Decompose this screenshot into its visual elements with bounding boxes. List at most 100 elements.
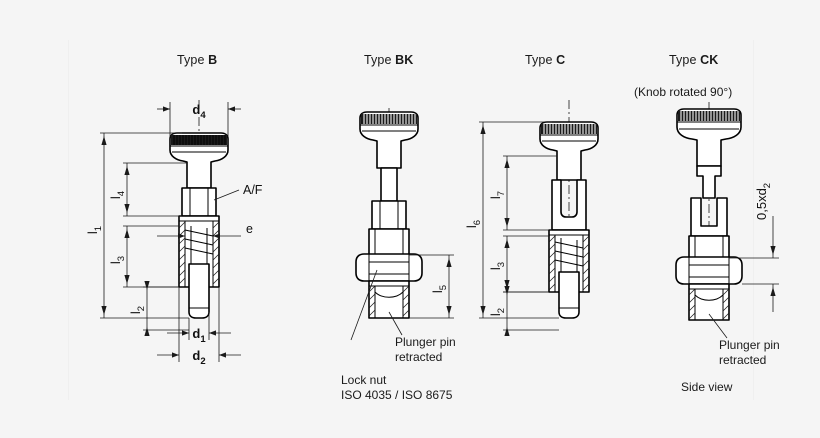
knurl-lines — [680, 111, 739, 121]
d1-arrowhead-left — [182, 330, 189, 336]
dimension-l2: l2 — [128, 281, 189, 336]
dimension-label-l6: l6 — [464, 220, 483, 228]
dimension-label-l7: l7 — [488, 191, 507, 199]
lock-nut-leader — [350, 269, 378, 341]
e-arrowhead-right — [213, 233, 220, 239]
type-bk-title-bold: BK — [395, 53, 414, 67]
figure-title-type-c: Type C — [525, 53, 565, 67]
dimension-label-l5: l5 — [430, 285, 449, 293]
threaded-shank — [688, 235, 730, 259]
d1-arrowhead-right — [209, 330, 216, 336]
d2-arrowhead-left — [172, 352, 179, 358]
d2-arrowhead-right — [219, 352, 226, 358]
l1-arrowhead-top — [101, 136, 107, 145]
l2-arrowhead-top — [144, 281, 150, 290]
dimension-half-d2: 0,5xd2 — [729, 183, 779, 312]
dimension-l2: l2 — [488, 286, 559, 336]
figure-type-c: Type C — [459, 40, 659, 400]
lock-nut — [675, 256, 743, 285]
dimension-label-half-d2: 0,5xd2 — [754, 183, 773, 220]
type-b-title-bold: B — [208, 53, 218, 67]
type-c-title-bold: C — [556, 53, 566, 67]
plunger-pin-outline — [558, 271, 580, 319]
plunger-pin-leader — [708, 313, 728, 339]
retracted-pin-face — [374, 291, 404, 298]
annotation-label-af: A/F — [243, 183, 263, 197]
threaded-body — [548, 229, 590, 293]
l4-arrowhead-top — [124, 166, 130, 175]
dimension-label-d1: d1 — [192, 326, 206, 345]
dimension-label-d4: d4 — [192, 102, 206, 121]
lock-nut-line2: ISO 4035 / ISO 8675 — [341, 388, 453, 402]
l3-arrowhead-top — [124, 229, 130, 238]
dimension-label-e: e — [246, 222, 253, 236]
l6-arrowhead-top — [480, 125, 486, 134]
section-hatch-left — [688, 288, 696, 320]
knob-assembly — [359, 111, 419, 169]
dimension-label-l3: l3 — [488, 262, 507, 270]
dimension-l4: l4 — [108, 162, 187, 217]
section-hatch-right — [582, 235, 590, 291]
l2-arrowhead-bottom — [144, 327, 150, 336]
stem-outline — [696, 165, 722, 199]
l3-arrowhead-top — [504, 239, 510, 248]
extended-stem — [380, 167, 398, 202]
figure-title-type-ck: Type CK — [669, 53, 718, 67]
knurl-lines — [363, 114, 416, 124]
l3-arrowhead-bottom — [504, 280, 510, 289]
d4-arrowhead-left — [163, 106, 170, 112]
note-plunger-pin-ck: Plunger pin retracted — [719, 338, 780, 368]
l1-arrowhead-bottom — [101, 306, 107, 315]
dimension-e: e — [157, 222, 253, 239]
knob-outline — [359, 111, 419, 169]
type-bk-title-prefix: Type — [364, 53, 396, 67]
plunger-pin-line1: Plunger pin — [719, 338, 780, 352]
knurl-lines — [173, 135, 226, 145]
dimension-label-l2: l2 — [128, 306, 147, 314]
l5-arrowhead-top — [446, 258, 452, 267]
l4-arrowhead-bottom — [124, 204, 130, 213]
plunger-pin — [558, 271, 580, 319]
l5-arrowhead-bottom — [446, 306, 452, 315]
slotted-body — [551, 179, 587, 231]
dimension-label-l3: l3 — [108, 256, 127, 264]
plunger-pin-line2: retracted — [395, 350, 443, 364]
lock-nut — [355, 253, 423, 282]
note-side-view: Side view — [681, 380, 733, 394]
plunger-pin — [188, 263, 210, 319]
l2-arrowhead-bottom — [504, 327, 510, 336]
content-panel: Type B — [68, 40, 780, 402]
dimension-l7: l7 — [488, 155, 557, 231]
knurl-band — [361, 114, 417, 124]
af-leader-line — [213, 189, 240, 201]
dimension-l6: l6 — [464, 121, 559, 319]
section-hatch-right — [722, 288, 730, 320]
annotation-across-flats: A/F — [213, 183, 263, 201]
figure-title-type-bk: Type BK — [364, 53, 413, 67]
figure-type-bk: Type BK — [269, 40, 499, 402]
figure-type-b: Type B — [69, 40, 329, 400]
figure-type-ck: Type CK (Knob rotated 90°) — [599, 40, 799, 400]
knob-assembly — [676, 108, 742, 167]
retracted-pin-face — [694, 294, 724, 301]
l7-arrowhead-bottom — [504, 218, 510, 227]
dimension-label-l1: l1 — [85, 226, 104, 234]
halfd2-arrowhead-upper — [770, 246, 776, 255]
type-b-drawing: d4 l1 l4 — [85, 100, 263, 367]
type-c-drawing: l6 l7 l3 — [464, 100, 599, 336]
l2-arrowhead-top — [504, 286, 510, 295]
type-bk-drawing: l5 — [350, 108, 454, 341]
dimension-l3: l3 — [108, 225, 179, 288]
section-hatch-right — [402, 285, 410, 317]
dimension-label-l4: l4 — [108, 191, 127, 199]
subtitle-knob-rotated: (Knob rotated 90°) — [634, 85, 733, 99]
section-hatch-left — [368, 285, 376, 317]
halfd2-arrowhead-lower — [770, 287, 776, 296]
slot-body-outline — [551, 179, 587, 231]
narrow-stem — [696, 165, 722, 199]
note-plunger-pin-bk: Plunger pin retracted — [395, 335, 456, 365]
hex-collar-body — [371, 200, 407, 230]
hex-collar-body — [181, 187, 217, 217]
shank-outline — [368, 228, 410, 256]
